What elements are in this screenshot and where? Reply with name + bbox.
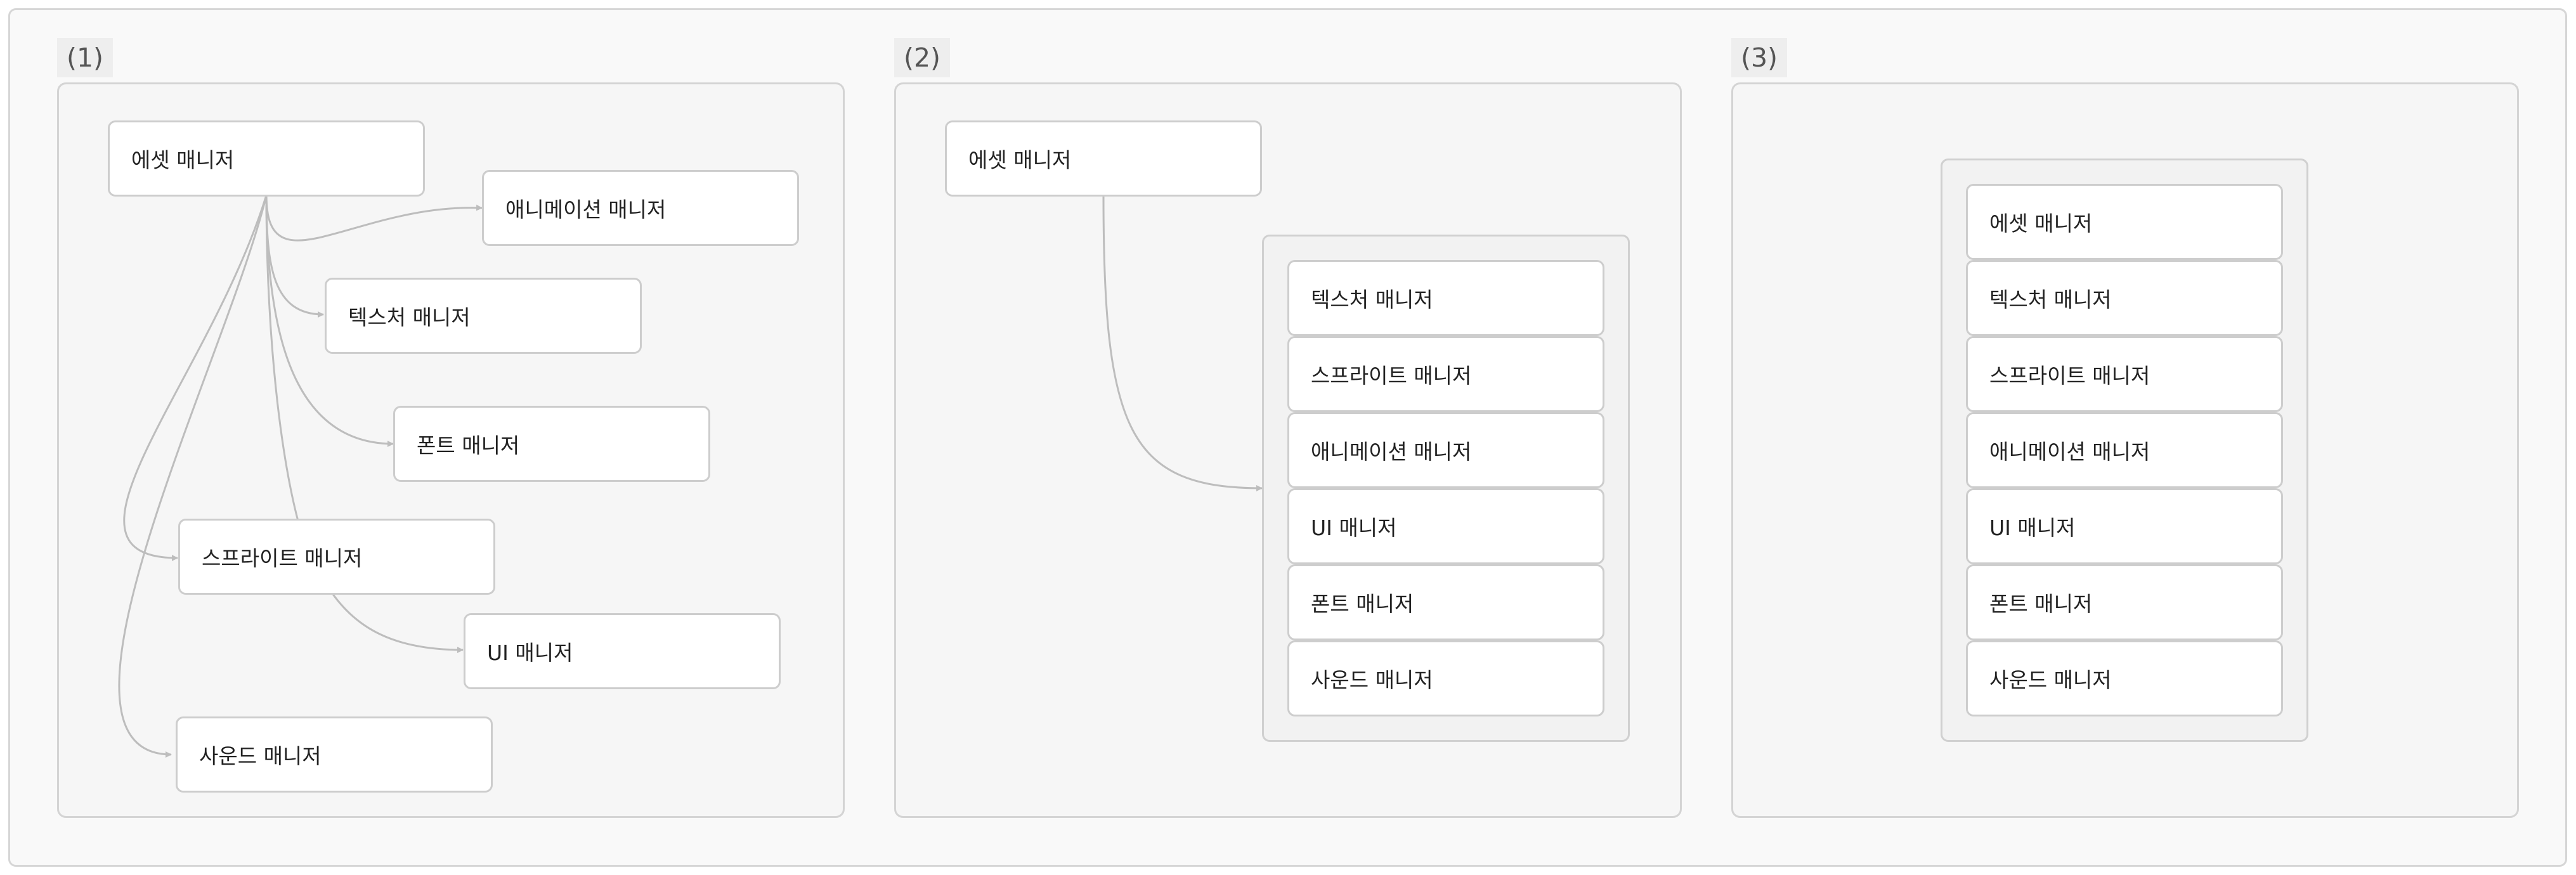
node-asset-manager[interactable]: 에셋 매니저	[108, 120, 425, 197]
node-animation-manager[interactable]: 애니메이션 매니저	[482, 170, 799, 246]
group-node-asset-manager[interactable]: 에셋 매니저	[1966, 184, 2283, 260]
group-node-ui-manager[interactable]: UI 매니저	[1287, 488, 1604, 564]
node-sprite-manager[interactable]: 스프라이트 매니저	[178, 519, 495, 595]
group-node-sprite-manager[interactable]: 스프라이트 매니저	[1966, 336, 2283, 412]
group-node-font-manager[interactable]: 폰트 매니저	[1966, 564, 2283, 640]
group-node-sprite-manager[interactable]: 스프라이트 매니저	[1287, 336, 1604, 412]
group-node-animation-manager[interactable]: 애니메이션 매니저	[1287, 412, 1604, 488]
group-node-font-manager[interactable]: 폰트 매니저	[1287, 564, 1604, 640]
panel-1-label: (1)	[57, 38, 113, 77]
group-node-texture-manager[interactable]: 텍스처 매니저	[1287, 260, 1604, 336]
edge-asset-sprite	[123, 195, 268, 561]
node-sound-manager[interactable]: 사운드 매니저	[176, 716, 493, 793]
group-node-texture-manager[interactable]: 텍스처 매니저	[1966, 260, 2283, 336]
edge-asset-texture	[265, 195, 324, 318]
node-asset-manager[interactable]: 에셋 매니저	[945, 120, 1262, 197]
edge-asset-sound	[118, 195, 268, 758]
edge-asset-animation	[265, 195, 483, 242]
group-node-sound-manager[interactable]: 사운드 매니저	[1287, 640, 1604, 716]
node-texture-manager[interactable]: 텍스처 매니저	[325, 278, 642, 354]
group-node-sound-manager[interactable]: 사운드 매니저	[1966, 640, 2283, 716]
node-font-manager[interactable]: 폰트 매니저	[393, 406, 710, 482]
node-ui-manager[interactable]: UI 매니저	[464, 613, 781, 689]
edge-asset-group	[1102, 195, 1263, 491]
group-node-ui-manager[interactable]: UI 매니저	[1966, 488, 2283, 564]
panel-3-label: (3)	[1731, 38, 1787, 77]
group-node-animation-manager[interactable]: 애니메이션 매니저	[1966, 412, 2283, 488]
panel-2-label: (2)	[894, 38, 950, 77]
